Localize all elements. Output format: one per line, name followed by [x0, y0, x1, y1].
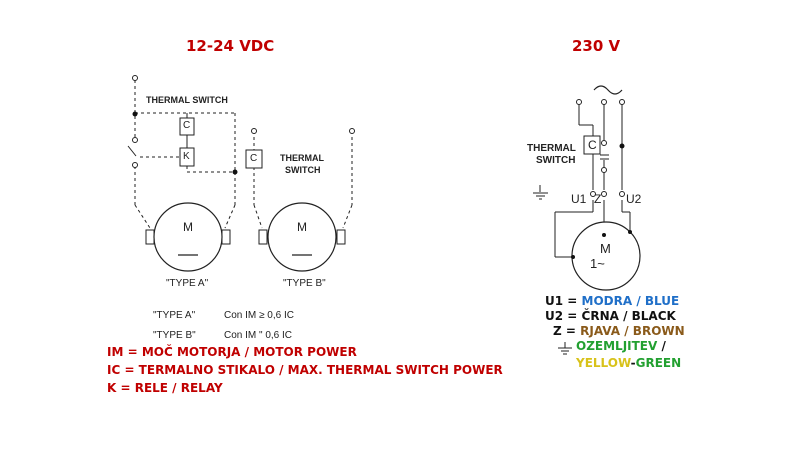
type-b-motor-label: M: [297, 220, 307, 234]
dc-section-title: 12-24 VDC: [186, 37, 275, 55]
type-b-thermal-label-1: THERMAL: [280, 153, 324, 163]
legend-u2: U2 = ČRNA / BLACK: [545, 309, 676, 323]
terminal-circle: [619, 99, 625, 105]
type-a-switch-box: [179, 117, 195, 136]
type-b-switch-c-label: C: [250, 153, 258, 164]
legend-u1: U1 = MODRA / BLUE: [545, 294, 679, 308]
ac-thermal-label-1: THERMAL: [527, 143, 576, 154]
terminal-circle: [349, 128, 355, 134]
terminal-circle: [576, 99, 582, 105]
legend-u1-prefix: U1 =: [545, 294, 582, 308]
terminal-circle: [601, 99, 607, 105]
type-b-motor: [267, 202, 337, 272]
type-a-caption: "TYPE A": [166, 278, 209, 289]
type-b-row-condition: Con IM " 0,6 IC: [224, 330, 293, 341]
legend-earth: OZEMLJITEV /: [576, 339, 666, 353]
junction-dot: [619, 143, 625, 149]
type-b-switch-box: [245, 149, 263, 169]
legend-earth-word: OZEMLJITEV: [576, 339, 658, 353]
legend-dash: -: [630, 356, 636, 370]
ac-circuit: [533, 104, 631, 258]
terminal-circle: [619, 191, 625, 197]
terminal-z-label: Z: [594, 192, 602, 206]
legend-z-prefix: Z =: [553, 324, 581, 338]
ac-switch-box: [583, 135, 601, 155]
definition-k: K = RELE / RELAY: [107, 381, 223, 395]
earth-icon: [557, 342, 573, 356]
legend-u2-prefix: U2 =: [545, 309, 582, 323]
legend-yellow-green: YELLOW-GREEN: [576, 356, 681, 370]
ac-switch-c-label: C: [588, 138, 597, 152]
legend-u2-color: ČRNA / BLACK: [581, 309, 676, 323]
terminal-circle: [601, 167, 607, 173]
type-a-motor-label: M: [183, 220, 193, 234]
legend-green-word: GREEN: [635, 356, 682, 370]
terminal-u1-label: U1: [571, 192, 587, 206]
type-b-thermal-label-2: SWITCH: [285, 165, 321, 175]
type-b-circuit: [253, 137, 353, 245]
terminal-u2-label: U2: [626, 192, 642, 206]
terminal-circle: [601, 191, 607, 197]
type-a-switch-c-label: C: [183, 120, 191, 131]
terminal-circle: [132, 162, 138, 168]
legend-earth-sep: /: [657, 339, 666, 353]
type-a-row-condition: Con IM ≥ 0,6 IC: [224, 310, 294, 321]
type-b-caption: "TYPE B": [283, 278, 326, 289]
legend-z-color: RJAVA / BROWN: [580, 324, 685, 338]
terminal-circle: [590, 191, 596, 197]
type-b-row-label: "TYPE B": [153, 330, 196, 341]
terminal-circle: [251, 128, 257, 134]
definition-im: IM = MOČ MOTORJA / MOTOR POWER: [107, 345, 357, 359]
type-a-thermal-switch-label: THERMAL SWITCH: [146, 95, 228, 105]
definition-ic: IC = TERMALNO STIKALO / MAX. THERMAL SWI…: [107, 363, 503, 377]
type-a-row-label: "TYPE A": [153, 310, 196, 321]
type-a-relay-k-label: K: [183, 151, 190, 162]
legend-u1-color: MODRA / BLUE: [581, 294, 680, 308]
legend-z: Z = RJAVA / BROWN: [553, 324, 685, 338]
ac-motor-label: M: [600, 241, 611, 256]
terminal-circle: [601, 140, 607, 146]
junction-dot: [232, 169, 238, 175]
ac-section-title: 230 V: [572, 37, 621, 55]
junction-dot: [132, 111, 138, 117]
type-a-motor: [153, 202, 223, 272]
terminal-circle: [132, 75, 138, 81]
terminal-circle: [132, 137, 138, 143]
ac-thermal-label-2: SWITCH: [536, 155, 576, 166]
legend-yellow-word: YELLOW: [576, 356, 631, 370]
ac-motor-phase-label: 1~: [590, 256, 605, 271]
type-a-relay-box: [179, 147, 195, 167]
